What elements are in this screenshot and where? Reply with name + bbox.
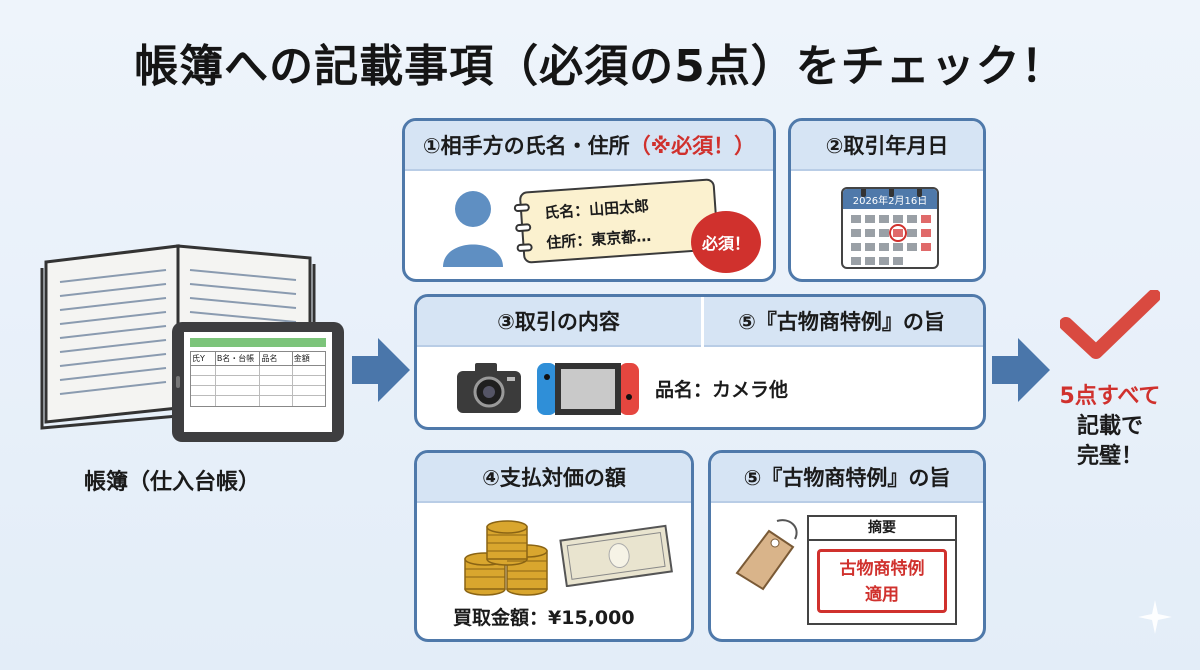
card-payment-heading: ④支払対価の額 — [417, 453, 691, 503]
arrow-right-icon — [992, 338, 1050, 402]
calendar-grid — [851, 215, 931, 265]
card-counterparty: ①相手方の氏名・住所（※必須！） 氏名：山田太郎 住所：東京都… 必須！ — [402, 118, 776, 282]
coins-icon — [464, 520, 548, 596]
calendar-date: 2026年2月16日 — [843, 189, 937, 209]
address-line: 住所：東京都… — [545, 226, 652, 253]
banknote-icon — [559, 524, 673, 587]
card-payment: ④支払対価の額 買取金額：¥15,000 — [414, 450, 694, 642]
special-rule-stamp: 古物商特例 適用 — [817, 549, 947, 613]
checkmark-icon — [1060, 290, 1160, 359]
result-text: 5点すべて 記載で 完璧！ — [1040, 382, 1180, 472]
result-line1: 5点すべて — [1059, 384, 1161, 409]
tablet-table: 氏Y B名・台帳 品名 金額 — [190, 351, 326, 407]
card-special-rule: ⑤『古物商特例』の旨 摘要 古物商特例 適用 — [708, 450, 986, 642]
card-transaction: ③取引の内容 ⑤『古物商特例』の旨 品名：カメラ他 — [414, 294, 986, 430]
card-date-heading: ②取引年月日 — [791, 121, 983, 171]
item-text: 品名：カメラ他 — [655, 379, 789, 401]
name-line: 氏名：山田太郎 — [543, 196, 650, 223]
arrow-right-icon — [352, 338, 410, 402]
required-badge: 必須！ — [691, 211, 761, 273]
memo-slip: 摘要 古物商特例 適用 — [807, 515, 957, 625]
address-card: 氏名：山田太郎 住所：東京都… — [513, 178, 720, 264]
card-special-rule-heading: ⑤『古物商特例』の旨 — [711, 453, 983, 503]
game-console-icon — [537, 363, 639, 415]
camera-icon — [457, 363, 521, 413]
memo-header: 摘要 — [809, 517, 955, 541]
card-transaction-heading: ③取引の内容 ⑤『古物商特例』の旨 — [417, 297, 983, 347]
result-line2: 記載で — [1076, 414, 1143, 439]
page-title: 帳簿への記載事項（必須の5点）をチェック！ — [134, 41, 1066, 92]
result-line3: 完璧！ — [1076, 444, 1143, 469]
calendar-icon: 2026年2月16日 — [841, 187, 939, 269]
person-icon — [443, 191, 503, 267]
amount-text: 買取金額：¥15,000 — [453, 607, 635, 629]
card-date: ②取引年月日 2026年2月16日 — [788, 118, 986, 282]
ledger-caption: 帳簿（仕入台帳） — [84, 470, 261, 495]
tablet-icon: 氏Y B名・台帳 品名 金額 — [172, 322, 344, 442]
sparkle-icon — [1138, 600, 1172, 634]
card-counterparty-heading: ①相手方の氏名・住所（※必須！） — [405, 121, 773, 171]
price-tag-icon — [735, 519, 798, 591]
